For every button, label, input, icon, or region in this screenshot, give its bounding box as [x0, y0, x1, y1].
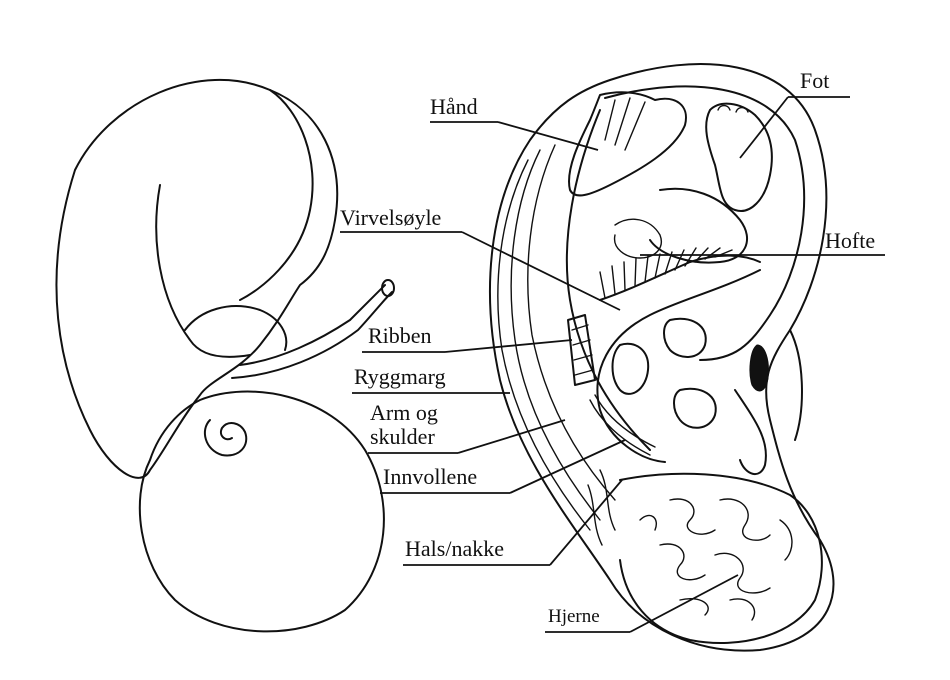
fetus-inner-limb	[184, 305, 288, 351]
leader-lines	[340, 96, 885, 633]
leader-innvollene-diag	[509, 439, 626, 494]
ribs-lines	[571, 324, 594, 376]
antitragus-curve	[734, 389, 767, 475]
leader-haand-diag	[497, 121, 599, 151]
fetus-ear	[203, 419, 248, 457]
label-arm-line1: Arm og	[370, 400, 438, 425]
label-virvelsoyle: Virvelsøyle	[340, 205, 441, 230]
ribs-region	[567, 314, 596, 386]
label-hjerne: Hjerne	[548, 606, 600, 627]
hand-shape	[568, 91, 687, 197]
tragus-curve	[789, 329, 803, 441]
leg-shape	[649, 187, 749, 264]
organ-blob-3	[673, 387, 717, 429]
leader-ribben-diag	[444, 339, 573, 353]
fetus-leg-curve	[239, 89, 314, 301]
foot-toes	[717, 104, 749, 113]
ear-antihelix	[565, 109, 651, 451]
fetus-head	[138, 390, 385, 633]
labels: Hånd Fot Virvelsøyle Hofte Ribben Ryggma…	[340, 68, 875, 627]
label-ryggmarg: Ryggmarg	[354, 364, 446, 389]
umbilical-cord-edge	[231, 291, 393, 379]
leader-virvelsoyle-diag	[461, 231, 621, 311]
ear-helix-outer	[489, 63, 835, 652]
ear-helix-inner-4	[527, 144, 616, 501]
ear-figure	[489, 63, 835, 652]
spinal-cord	[589, 394, 656, 456]
umbilical-cord	[239, 284, 386, 366]
ear-helix-inner	[604, 85, 806, 361]
lobule-texture	[587, 469, 616, 546]
hip-region	[613, 218, 662, 259]
fetus-figure	[55, 79, 395, 633]
leader-hals-diag	[549, 479, 623, 566]
lobule-outline	[619, 472, 823, 644]
label-hals: Hals/nakke	[405, 536, 504, 561]
brain-folds	[639, 498, 793, 621]
leader-fot-diag	[739, 96, 789, 159]
label-ribben: Ribben	[368, 323, 432, 348]
leader-hjerne-diag	[629, 574, 739, 633]
concha-curve	[596, 269, 761, 463]
label-innvollene: Innvollene	[383, 464, 477, 489]
ear-helix-inner-2	[510, 149, 601, 521]
label-fot: Fot	[800, 68, 829, 93]
foot-shape	[705, 102, 773, 212]
label-arm-line2: skulder	[370, 424, 435, 449]
fetus-body-outline	[55, 79, 339, 479]
fetus-arm-curve	[155, 184, 251, 358]
organ-blob-1	[611, 342, 650, 395]
label-hofte: Hofte	[825, 228, 875, 253]
ear-helix-inner-3	[497, 159, 591, 531]
tragus-notch	[749, 344, 769, 392]
label-haand: Hånd	[430, 94, 478, 119]
hand-fingers	[604, 97, 646, 151]
leader-arm-diag	[457, 419, 566, 454]
organ-blob-2	[663, 317, 707, 358]
cord-end	[381, 279, 395, 297]
